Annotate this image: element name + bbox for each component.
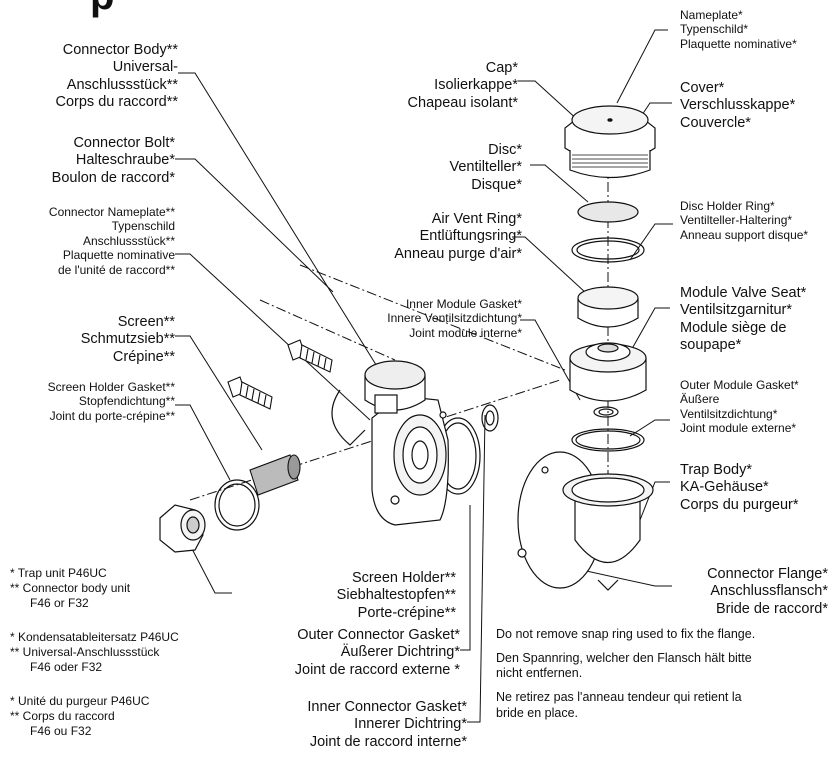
leader-nameplate (616, 29, 668, 104)
footnote-fr: * Unité du purgeur P46UC ** Corps du rac… (10, 694, 150, 738)
inner-module-gasket-part (593, 406, 619, 418)
label-connector-bolt: Connector Bolt* Halteschraube* Boulon de… (51, 135, 175, 186)
label-disc: Disc* Ventilteller* Disque* (449, 142, 522, 193)
module-valve-seat-part (569, 342, 647, 402)
label-cap: Cap* Isolierkappe* Chapeau isolant* (407, 60, 518, 111)
footnote-en: * Trap unit P46UC ** Connector body unit… (10, 566, 131, 610)
leader-disc (530, 164, 589, 203)
connector-body-part (331, 360, 449, 526)
footnote-de: * Kondensatableitersatz P46UC ** Univers… (10, 630, 179, 674)
inner-connector-gasket-part (481, 404, 499, 432)
leader-inner-module-gasket (520, 319, 581, 401)
leader-connector-bolt (175, 158, 334, 293)
label-connector-flange: Connector Flange* Anschlussflansch* Brid… (707, 566, 828, 617)
label-outer-connector-gasket: Outer Connector Gasket* Äußerer Dichtrin… (294, 627, 460, 678)
leader-screen-holder-gasket (175, 404, 231, 481)
leader-inner-connector-gasket (467, 414, 486, 723)
label-nameplate: Nameplate* Typenschild* Plaquette nomina… (680, 8, 797, 51)
page-title-partial: p (90, 0, 114, 19)
label-inner-module-gasket: Inner Module Gasket* Innere Ventilsitzdi… (387, 297, 522, 340)
leader-outer-module-gasket (629, 419, 670, 437)
leader-connector-nameplate (175, 253, 371, 421)
snap-ring-note: Do not remove snap ring used to fix the … (496, 627, 756, 720)
disc-part (577, 201, 639, 223)
cap-cover-part (564, 105, 656, 179)
label-screen-holder: Screen Holder** Siebhaltestopfen** Porte… (336, 570, 456, 621)
leader-screen (175, 335, 263, 451)
label-screen-holder-gasket: Screen Holder Gasket** Stopfendichtung**… (47, 380, 175, 423)
label-screen: Screen** Schmutzsieb** Crépine** (80, 314, 175, 365)
label-connector-body: Connector Body** Universal- Anschlussstü… (55, 42, 179, 111)
connector-bolt-part-2 (227, 376, 273, 410)
label-module-valve-seat: Module Valve Seat* Ventilsitzgarnitur* M… (680, 285, 807, 354)
disc-holder-ring-part (571, 237, 645, 263)
outer-module-gasket-part (571, 428, 645, 452)
air-vent-ring-part (577, 286, 639, 328)
connector-bolt-part (287, 339, 333, 373)
screen-part (249, 454, 301, 496)
label-inner-connector-gasket: Inner Connector Gasket* Innerer Dichtrin… (307, 699, 467, 750)
screen-holder-part (159, 504, 206, 553)
label-outer-module-gasket: Outer Module Gasket* Äußere Ventilsitzdi… (680, 378, 799, 436)
leader-cap (518, 80, 581, 123)
trap-body-part (517, 451, 654, 591)
leader-air-vent-ring (512, 236, 587, 294)
label-disc-holder-ring: Disc Holder Ring* Ventilteller-Haltering… (680, 199, 809, 242)
leader-screen-holder (189, 544, 232, 594)
label-trap-body: Trap Body* KA-Gehäuse* Corps du purgeur* (680, 462, 799, 513)
leader-connector-body (178, 72, 384, 377)
label-air-vent-ring: Air Vent Ring* Entlüftungsring* Anneau p… (394, 211, 522, 262)
label-cover: Cover* Verschlusskappe* Couvercle* (680, 80, 796, 131)
leader-trap-body (639, 481, 670, 521)
screen-holder-gasket-part (214, 479, 260, 531)
label-connector-nameplate: Connector Nameplate** Typenschild Anschl… (48, 205, 175, 277)
leader-outer-connector-gasket (460, 505, 471, 651)
